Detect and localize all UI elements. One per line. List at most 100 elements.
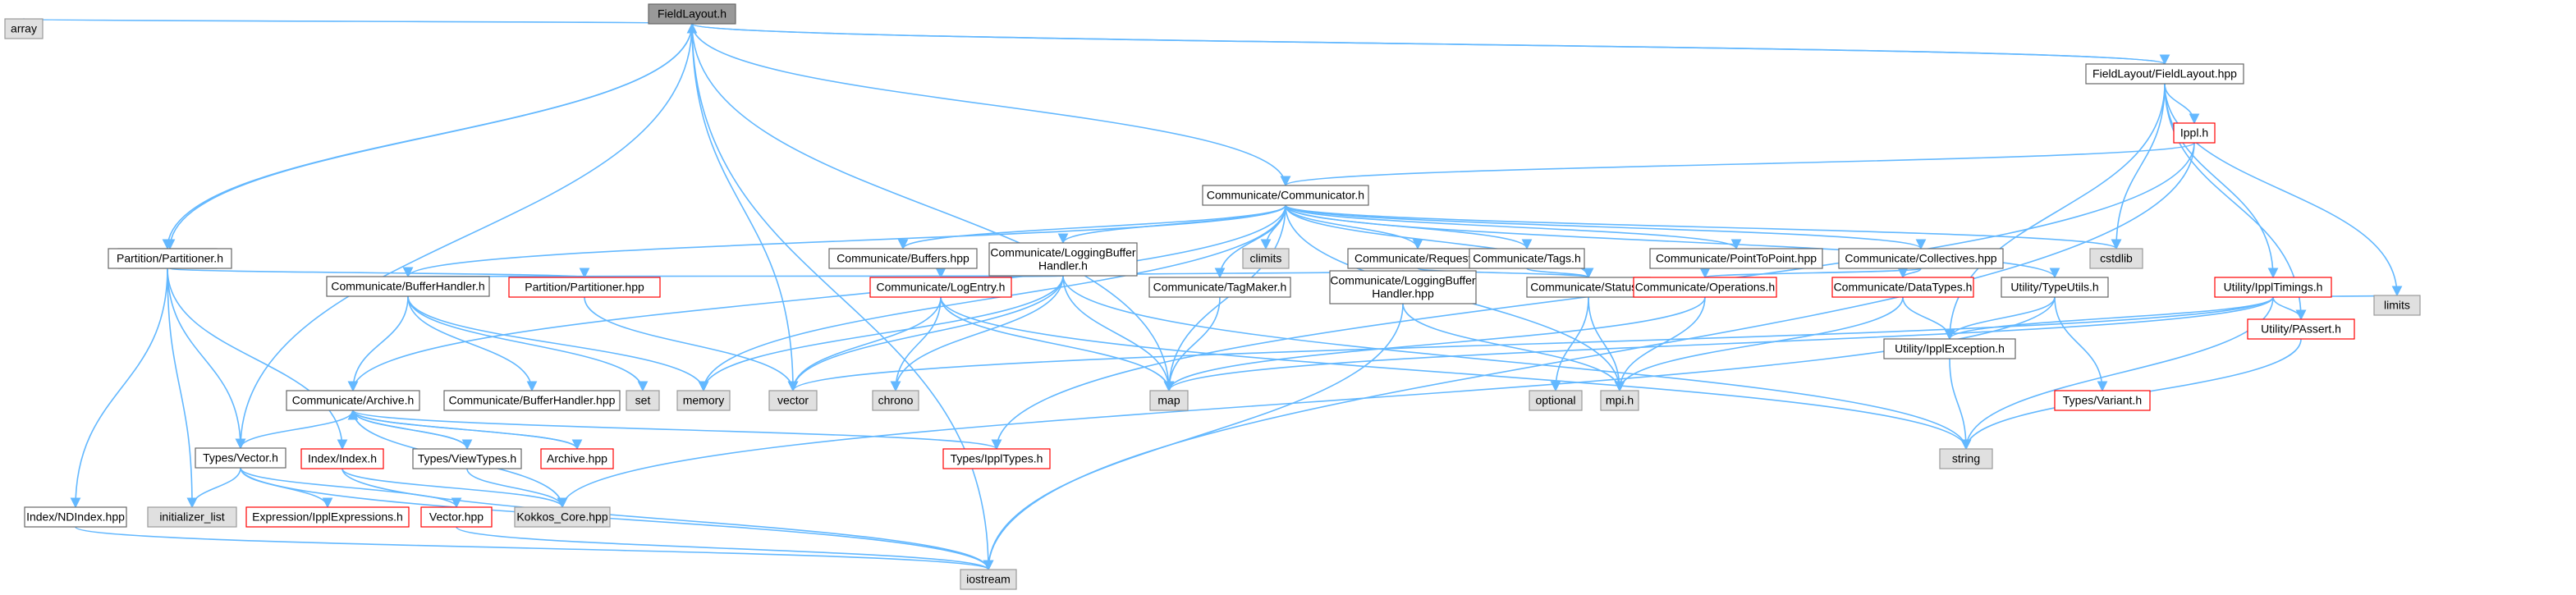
node-box-optional[interactable]	[1529, 390, 1583, 411]
node-communicate_buffers_hpp[interactable]: Communicate/Buffers.hpp	[828, 248, 978, 269]
node-array[interactable]: array	[4, 18, 44, 39]
node-optional[interactable]: optional	[1529, 390, 1583, 411]
node-communicate_communicator_h[interactable]: Communicate/Communicator.h	[1202, 185, 1369, 206]
node-box-types_variant_h[interactable]	[2054, 390, 2151, 411]
node-box-archive_hpp[interactable]	[540, 448, 614, 469]
node-utility_pAssert_h[interactable]: Utility/PAssert.h	[2247, 318, 2355, 340]
node-box-communicate_logentry_h[interactable]	[869, 277, 1012, 298]
node-box-mpi_h[interactable]	[1600, 390, 1639, 411]
node-types_viewtypes_h[interactable]: Types/ViewTypes.h	[412, 448, 522, 469]
node-box-string[interactable]	[1939, 448, 1993, 469]
node-box-communicate_bufferhandler_h[interactable]	[326, 276, 490, 297]
node-communicate_archive_h[interactable]: Communicate/Archive.h	[286, 390, 420, 411]
node-box-communicate_operations_h[interactable]	[1633, 277, 1777, 298]
node-box-communicate_pointtopoint_hpp[interactable]	[1649, 248, 1823, 269]
node-box-utility_ipplexception_h[interactable]	[1883, 338, 2016, 359]
node-utility_typeutils_h[interactable]: Utility/TypeUtils.h	[2001, 277, 2109, 298]
node-box-types_vector_h[interactable]	[195, 447, 286, 469]
node-communicate_status_h[interactable]: Communicate/Status.h	[1526, 277, 1651, 298]
node-box-partition_partitioner_hpp[interactable]	[508, 277, 661, 298]
node-box-index_index_h[interactable]	[300, 448, 384, 469]
node-index_ndindex_hpp[interactable]: Index/NDIndex.hpp	[24, 506, 127, 528]
node-box-utility_typeutils_h[interactable]	[2001, 277, 2109, 298]
node-fieldlayout_h[interactable]: FieldLayout.h	[648, 3, 736, 25]
node-string[interactable]: string	[1939, 448, 1993, 469]
node-communicate_bufferhandler_hpp[interactable]: Communicate/BufferHandler.hpp	[443, 390, 621, 411]
node-communicate_request_h[interactable]: Communicate/Request.h	[1347, 248, 1488, 269]
node-chrono[interactable]: chrono	[872, 390, 919, 411]
node-archive_hpp[interactable]: Archive.hpp	[540, 448, 614, 469]
node-communicate_collectives_hpp[interactable]: Communicate/Collectives.hpp	[1838, 248, 2004, 269]
node-iostream[interactable]: iostream	[960, 569, 1017, 590]
node-box-communicate_tags_h[interactable]	[1469, 248, 1585, 269]
node-set[interactable]: set	[626, 390, 660, 411]
node-expression_ipplexpressions_h[interactable]: Expression/IpplExpressions.h	[245, 506, 410, 528]
node-box-communicate_buffers_hpp[interactable]	[828, 248, 978, 269]
node-box-ippl_h[interactable]	[2173, 122, 2216, 144]
node-limits[interactable]: limits	[2373, 295, 2421, 316]
node-box-array[interactable]	[4, 18, 44, 39]
node-box-utility_pAssert_h[interactable]	[2247, 318, 2355, 340]
node-box-utility_ippltimings_h[interactable]	[2214, 277, 2332, 298]
node-box-communicate_datatypes_h[interactable]	[1831, 277, 1974, 298]
node-communicate_bufferhandler_h[interactable]: Communicate/BufferHandler.h	[326, 276, 490, 297]
node-box-types_viewtypes_h[interactable]	[412, 448, 522, 469]
node-communicate_pointtopoint_hpp[interactable]: Communicate/PointToPoint.hpp	[1649, 248, 1823, 269]
node-box-partition_partitioner_h[interactable]	[108, 248, 232, 269]
node-box-kokkos_core_hpp[interactable]	[514, 506, 611, 528]
edge-types_vector_h-to-initializer_list	[186, 467, 241, 509]
node-box-climits[interactable]	[1242, 248, 1290, 269]
node-vector_hpp[interactable]: Vector.hpp	[420, 506, 493, 528]
node-box-communicate_tagmaker_h[interactable]	[1148, 277, 1291, 298]
node-communicate_tags_h[interactable]: Communicate/Tags.h	[1469, 248, 1585, 269]
node-utility_ippltimings_h[interactable]: Utility/IpplTimings.h	[2214, 277, 2332, 298]
node-box-fieldlayout_h[interactable]	[648, 3, 736, 25]
node-memory[interactable]: memory	[676, 390, 731, 411]
node-label-communicate_datatypes_h-0: Communicate/DataTypes.h	[1834, 281, 1973, 294]
node-communicate_operations_h[interactable]: Communicate/Operations.h	[1633, 277, 1777, 298]
node-types_variant_h[interactable]: Types/Variant.h	[2054, 390, 2151, 411]
node-box-communicate_archive_h[interactable]	[286, 390, 420, 411]
node-box-communicate_loggingbufferhandler_h[interactable]	[988, 242, 1138, 277]
node-box-limits[interactable]	[2373, 295, 2421, 316]
node-box-communicate_communicator_h[interactable]	[1202, 185, 1369, 206]
node-box-memory[interactable]	[676, 390, 731, 411]
node-partition_partitioner_hpp[interactable]: Partition/Partitioner.hpp	[508, 277, 661, 298]
node-box-chrono[interactable]	[872, 390, 919, 411]
node-communicate_tagmaker_h[interactable]: Communicate/TagMaker.h	[1148, 277, 1291, 298]
node-box-communicate_loggingbufferhandler_hpp[interactable]	[1329, 270, 1477, 304]
node-box-iostream[interactable]	[960, 569, 1017, 590]
node-utility_ipplexception_h[interactable]: Utility/IpplException.h	[1883, 338, 2016, 359]
node-box-communicate_request_h[interactable]	[1347, 248, 1488, 269]
node-communicate_logentry_h[interactable]: Communicate/LogEntry.h	[869, 277, 1012, 298]
node-communicate_datatypes_h[interactable]: Communicate/DataTypes.h	[1831, 277, 1974, 298]
node-types_vector_h[interactable]: Types/Vector.h	[195, 447, 286, 469]
node-box-set[interactable]	[626, 390, 660, 411]
node-box-vector[interactable]	[768, 390, 818, 411]
node-box-initializer_list[interactable]	[147, 506, 237, 528]
node-initializer_list[interactable]: initializer_list	[147, 506, 237, 528]
node-box-map[interactable]	[1149, 390, 1189, 411]
node-ippl_h[interactable]: Ippl.h	[2173, 122, 2216, 144]
node-box-expression_ipplexpressions_h[interactable]	[245, 506, 410, 528]
node-box-communicate_status_h[interactable]	[1526, 277, 1651, 298]
node-kokkos_core_hpp[interactable]: Kokkos_Core.hpp	[514, 506, 611, 528]
node-vector[interactable]: vector	[768, 390, 818, 411]
node-partition_partitioner_h[interactable]: Partition/Partitioner.h	[108, 248, 232, 269]
node-box-types_ippltypes_h[interactable]	[942, 448, 1051, 469]
node-box-cstdlib[interactable]	[2089, 248, 2143, 269]
node-box-communicate_collectives_hpp[interactable]	[1838, 248, 2004, 269]
node-box-communicate_bufferhandler_hpp[interactable]	[443, 390, 621, 411]
node-box-vector_hpp[interactable]	[420, 506, 493, 528]
node-mpi_h[interactable]: mpi.h	[1600, 390, 1639, 411]
node-box-index_ndindex_hpp[interactable]	[24, 506, 127, 528]
node-box-fieldlayout_fieldlayout_hpp[interactable]	[2085, 63, 2244, 85]
node-cstdlib[interactable]: cstdlib	[2089, 248, 2143, 269]
node-types_ippltypes_h[interactable]: Types/IpplTypes.h	[942, 448, 1051, 469]
node-index_index_h[interactable]: Index/Index.h	[300, 448, 384, 469]
node-climits[interactable]: climits	[1242, 248, 1290, 269]
node-map[interactable]: map	[1149, 390, 1189, 411]
node-fieldlayout_fieldlayout_hpp[interactable]: FieldLayout/FieldLayout.hpp	[2085, 63, 2244, 85]
